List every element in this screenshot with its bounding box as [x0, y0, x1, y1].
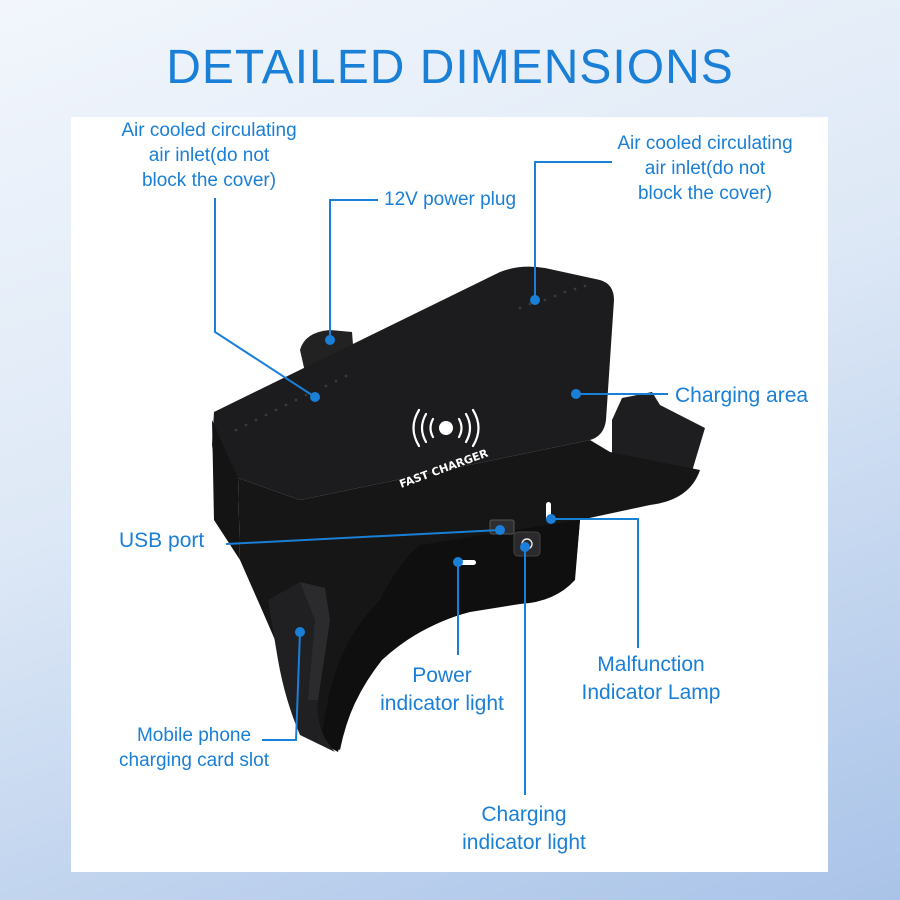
- leader-power-plug: [329, 199, 378, 340]
- page-title: DETAILED DIMENSIONS: [166, 41, 734, 94]
- label-card-slot: Mobile phone charging card slot: [119, 725, 269, 771]
- leader-lines: [214, 161, 668, 795]
- leader-air-inlet-left: [214, 198, 316, 398]
- label-power-indicator: Power indicator light: [380, 664, 504, 715]
- leader-usb-port: [225, 529, 501, 545]
- label-power-plug: 12V power plug: [384, 189, 517, 210]
- label-air-inlet-left: Air cooled circulating air inlet(do not …: [121, 120, 297, 191]
- label-charging-area: Charging area: [675, 384, 809, 407]
- label-malfunction-lamp: Malfunction Indicator Lamp: [581, 653, 721, 704]
- charging-panel: [212, 266, 614, 500]
- vent-left: [234, 374, 348, 432]
- vent-right: [518, 284, 587, 310]
- card-slot-edge: [300, 582, 330, 700]
- label-usb-port: USB port: [119, 529, 205, 552]
- leader-card-slot: [262, 631, 301, 741]
- right-clamp: [612, 392, 705, 478]
- leader-malfunction: [551, 518, 639, 648]
- qi-wireless-icon: [412, 408, 480, 448]
- label-charging-indicator: Charging indicator light: [462, 803, 586, 854]
- charger-device: FAST CHARGER: [212, 266, 705, 752]
- leader-dots: [295, 295, 581, 637]
- leader-air-inlet-right: [534, 161, 612, 300]
- base-front: [320, 520, 580, 752]
- label-air-inlet-right: Air cooled circulating air inlet(do not …: [617, 133, 793, 204]
- panel-left-edge: [212, 420, 240, 560]
